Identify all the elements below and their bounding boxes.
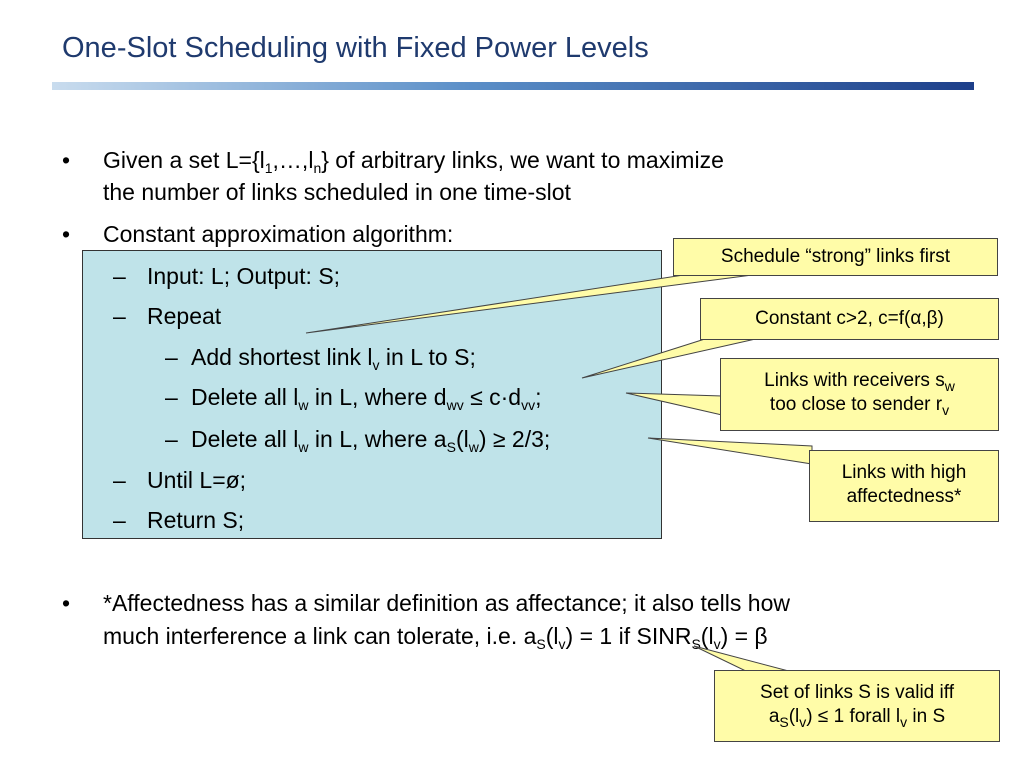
dash-symbol: – <box>165 426 178 452</box>
pointer-high <box>647 437 813 465</box>
algorithm-delete-affected: Delete all lw in L, where aS(lw) ≥ 2/3; <box>191 426 551 455</box>
bullet-1-line-2: the number of links scheduled in one tim… <box>103 179 571 205</box>
algorithm-repeat: Repeat <box>147 303 222 329</box>
callout-valid-set: Set of links S is valid iff aS(lv) ≤ 1 f… <box>714 670 1000 742</box>
callout-valid-line-2: aS(lv) ≤ 1 forall lv in S <box>768 706 946 730</box>
algorithm-add-shortest: Add shortest link lv in L to S; <box>191 344 476 373</box>
slide-title: One-Slot Scheduling with Fixed Power Lev… <box>62 32 649 64</box>
dash-symbol: – <box>165 344 178 370</box>
callout-receivers: Links with receivers sw too close to sen… <box>720 358 999 431</box>
bullet-3-line-1: *Affectedness has a similar definition a… <box>103 590 790 616</box>
dash-symbol: – <box>113 507 126 533</box>
callout-constant: Constant c>2, c=f(α,β) <box>700 298 999 340</box>
algorithm-until: Until L=ø; <box>147 467 247 493</box>
callout-receivers-line-2: too close to sender rv <box>769 394 950 418</box>
bullet-2-text: Constant approximation algorithm: <box>103 221 454 247</box>
algorithm-delete-close: Delete all lw in L, where dwv ≤ c·dvv; <box>191 384 542 413</box>
callout-valid-line-1: Set of links S is valid iff <box>760 682 954 703</box>
callout-strong-links: Schedule “strong” links first <box>673 238 998 276</box>
algorithm-return: Return S; <box>147 507 245 533</box>
dash-symbol: – <box>113 263 126 289</box>
dash-symbol: – <box>113 467 126 493</box>
algorithm-input-output: Input: L; Output: S; <box>147 263 341 289</box>
title-divider <box>52 82 974 90</box>
bullet-symbol: • <box>62 147 71 173</box>
bullet-3-line-2: much interference a link can tolerate, i… <box>103 623 768 652</box>
callout-high-line-2: affectedness* <box>846 486 962 507</box>
callout-receivers-line-1: Links with receivers sw <box>764 370 955 394</box>
callout-high-line-1: Links with high <box>841 462 967 483</box>
dash-symbol: – <box>113 303 126 329</box>
pointer-strong <box>305 273 761 334</box>
callout-high-affectedness: Links with high affectedness* <box>809 450 999 522</box>
bullet-symbol: • <box>62 590 71 616</box>
pointer-receivers <box>625 392 723 416</box>
dash-symbol: – <box>165 384 178 410</box>
bullet-1-line-1: Given a set L={l1,…,ln} of arbitrary lin… <box>103 147 724 176</box>
bullet-symbol: • <box>62 221 71 247</box>
